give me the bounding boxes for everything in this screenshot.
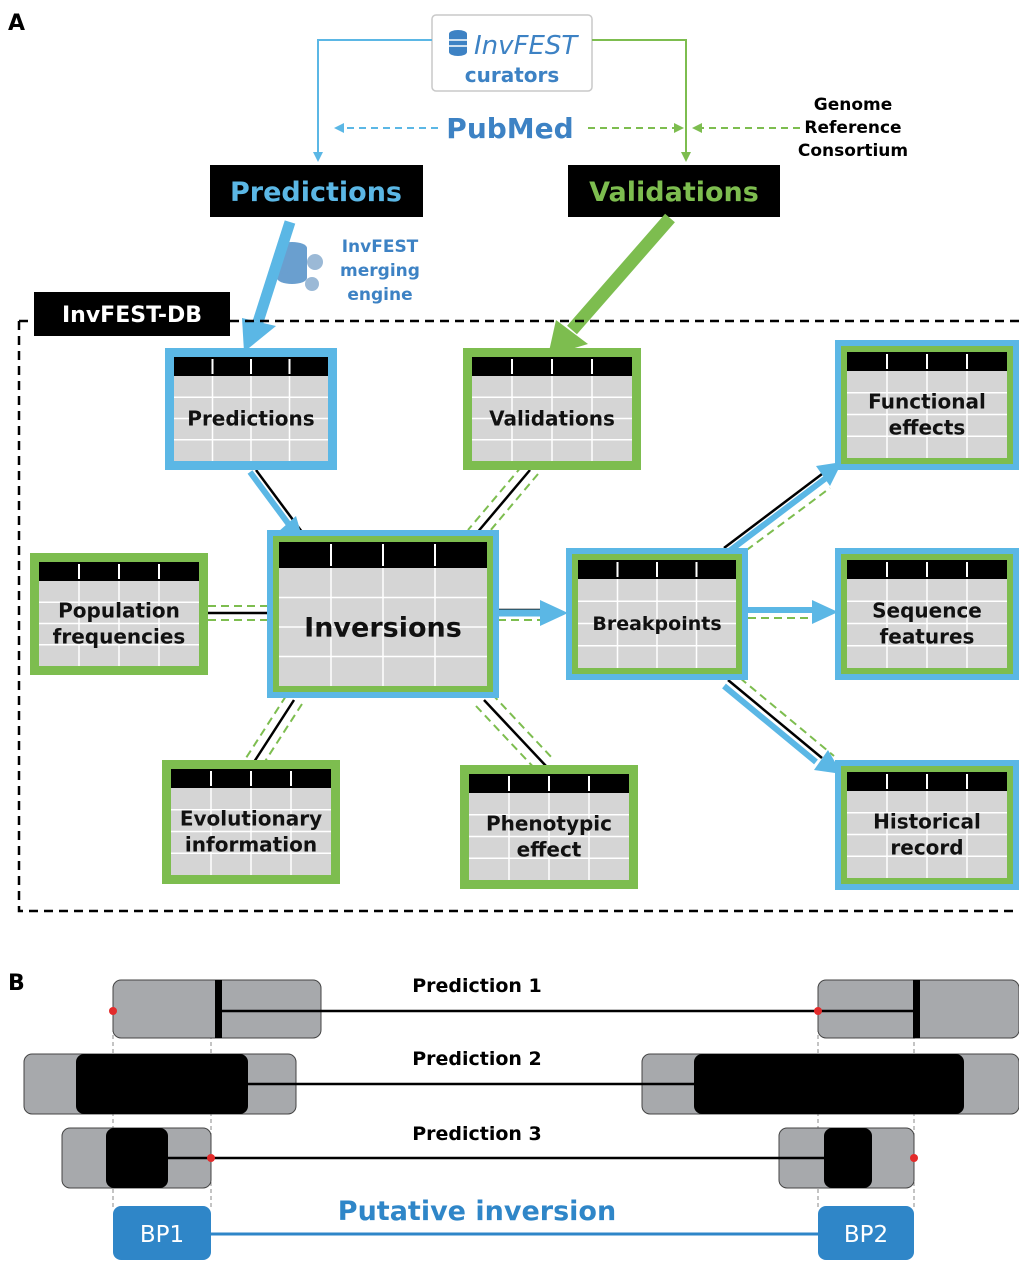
validations-to-inversions-link [467,465,539,539]
svg-text:Reference: Reference [804,118,901,138]
prediction-3-label: Prediction 3 [412,1123,542,1145]
table-predictions-label: Predictions [187,407,314,431]
inversions-to-phenotypic-link [475,693,555,773]
table-phenotypic-effect-label: Phenotypic [486,812,612,836]
svg-text:Genome: Genome [814,95,893,115]
curators-to-predictions-arrow [313,39,432,162]
table-population-frequencies-label: frequencies [53,625,186,649]
merging-engine-label: InvFEST merging engine [340,237,420,305]
svg-text:merging: merging [340,261,420,281]
table-functional-effects-label: effects [889,416,966,440]
putative-inversion-row: BP1 BP2 [113,1206,914,1260]
predictions-header-label: Predictions [230,177,402,208]
prediction-2-row [23,1053,1019,1115]
curators-label: curators [465,63,560,87]
breakpoint-marker [814,1007,822,1015]
breakpoints-to-functional-arrow [723,462,842,559]
breakpoints-to-historical-arrow [722,677,842,774]
table-population-frequencies-label: Population [58,599,180,623]
curators-to-validations-arrow [592,39,691,162]
prediction-1-row [109,979,1019,1039]
table-phenotypic-effect-label: effect [517,838,582,862]
invfest-db-label: InvFEST-DB [62,303,202,328]
bp1-label: BP1 [140,1222,184,1248]
validations-into-db-arrow [548,213,675,356]
grc-label: Genome Reference Consortium [798,95,908,161]
database-icon [449,30,467,56]
population-to-inversions-link [208,605,272,621]
panel-b-label: B [8,971,25,996]
table-evolutionary-information-label: Evolutionary [180,807,322,831]
prediction-3-row [61,1127,918,1189]
breakpoint-marker [910,1154,918,1162]
breakpoint-marker [207,1154,215,1162]
panel-a-label: A [8,11,25,36]
predictions-header-box: Predictions [210,165,423,217]
table-sequence-features-label: Sequence [872,599,982,623]
curators-logo: InvFEST curators [431,14,593,92]
prediction-1-label: Prediction 1 [412,975,542,997]
inversions-to-breakpoints-arrow [498,600,568,626]
bp2-box [818,1206,914,1260]
inversions-to-evolutionary-link [245,695,303,767]
putative-inversion-label: Putative inversion [338,1196,616,1227]
pubmed-logo: PubMed [446,112,573,145]
validations-header-label: Validations [589,177,759,208]
validations-header-box: Validations [568,165,780,217]
invfest-db-border [17,319,1019,913]
table-inversions-label: Inversions [304,612,462,643]
predictions-into-db-arrow [242,220,296,352]
breakpoint-marker [109,1007,117,1015]
svg-text:Consortium: Consortium [798,141,908,161]
table-historical-record-label: record [890,836,963,860]
table-breakpoints: Breakpoints [566,548,748,680]
svg-text:engine: engine [347,285,412,305]
table-historical-record-label: Historical [873,810,981,834]
bp2-label: BP2 [844,1222,888,1248]
table-validations-label: Validations [489,407,615,431]
table-sequence-features-label: features [880,625,975,649]
breakpoints-to-sequence-arrow [748,600,838,624]
svg-text:InvFEST: InvFEST [342,237,419,257]
table-breakpoints-label: Breakpoints [592,613,721,635]
table-functional-effects-label: Functional [868,390,986,414]
invfest-db-label-box: InvFEST-DB [34,292,230,336]
prediction-2-label: Prediction 2 [412,1048,542,1070]
table-predictions: Predictions [165,348,337,470]
curators-logo-text: InvFEST [474,31,579,61]
table-inversions: Inversions [267,530,499,698]
table-validations: Validations [463,348,641,470]
table-evolutionary-information-label: information [185,833,317,857]
predictions-to-inversions-arrow [247,469,304,540]
bp1-box [113,1206,211,1260]
